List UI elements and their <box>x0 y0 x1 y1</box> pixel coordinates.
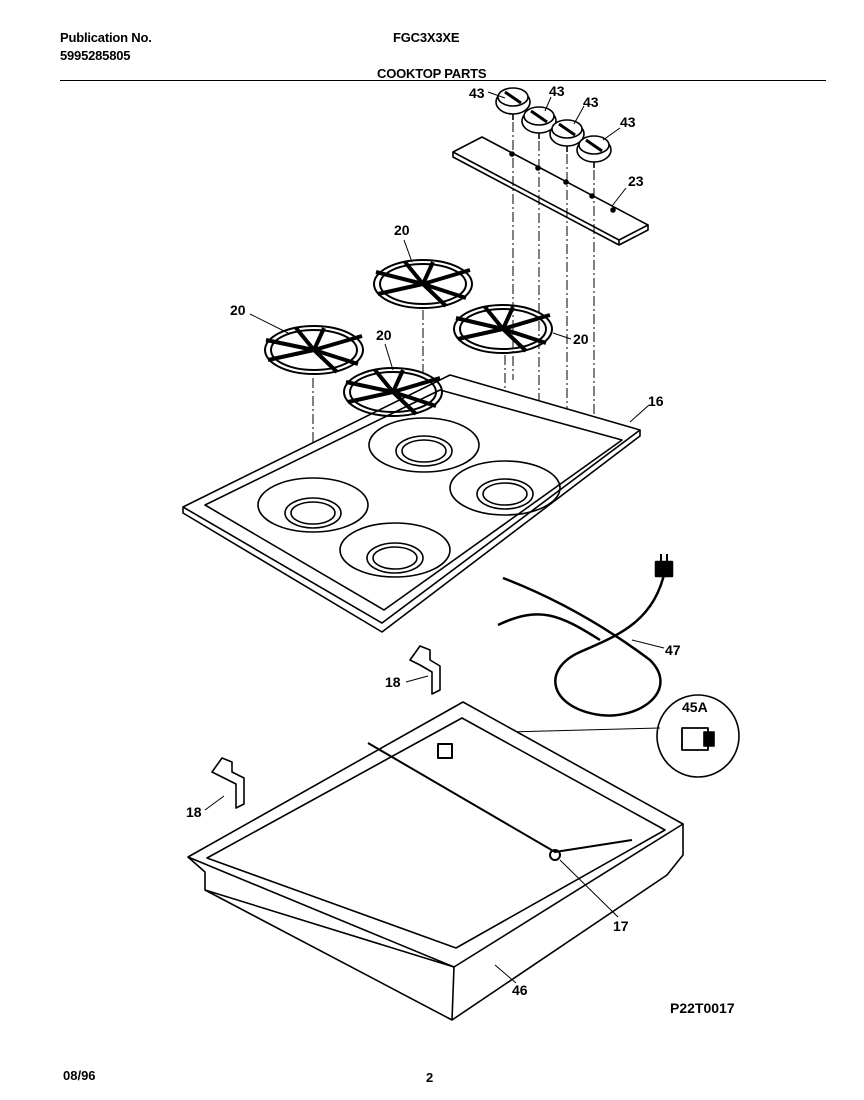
rod <box>367 742 633 861</box>
callout-bracket-2: 18 <box>186 804 202 820</box>
control-panel <box>452 136 649 246</box>
diagram-code: P22T0017 <box>670 1000 735 1016</box>
header-rule <box>60 80 826 81</box>
footer-page: 2 <box>426 1070 433 1085</box>
callout-inset-part: 45A <box>682 699 708 715</box>
callout-rod: 17 <box>613 918 629 934</box>
callout-knob-4: 43 <box>620 114 636 130</box>
publication-number: 5995285805 <box>60 48 131 63</box>
leader-lines <box>204 91 665 984</box>
callout-bracket-1: 18 <box>385 674 401 690</box>
footer-date: 08/96 <box>63 1068 96 1083</box>
callout-box: 46 <box>512 982 528 998</box>
burner-box <box>187 701 684 1021</box>
callout-cooktop: 16 <box>648 393 664 409</box>
publication-label: Publication No. <box>60 30 152 45</box>
callout-grate-3: 20 <box>573 331 589 347</box>
grates <box>264 259 553 417</box>
callout-panel: 23 <box>628 173 644 189</box>
callout-knob-1: 43 <box>469 85 485 101</box>
callout-cord: 47 <box>665 642 681 658</box>
burner-bowls <box>257 417 561 578</box>
power-cord <box>497 554 674 717</box>
callout-knob-2: 43 <box>549 83 565 99</box>
callout-labels: 43 43 43 43 23 20 20 20 20 16 47 45A 18 … <box>63 83 735 1085</box>
control-knobs <box>495 87 612 168</box>
section-title: COOKTOP PARTS <box>377 66 487 81</box>
brackets <box>211 645 441 809</box>
callout-grate-1: 20 <box>394 222 410 238</box>
inset-detail <box>469 694 740 778</box>
callout-knob-3: 43 <box>583 94 599 110</box>
callout-grate-2: 20 <box>230 302 246 318</box>
cooktop-top <box>182 374 641 633</box>
model-number: FGC3X3XE <box>393 30 460 45</box>
callout-grate-4: 20 <box>376 327 392 343</box>
